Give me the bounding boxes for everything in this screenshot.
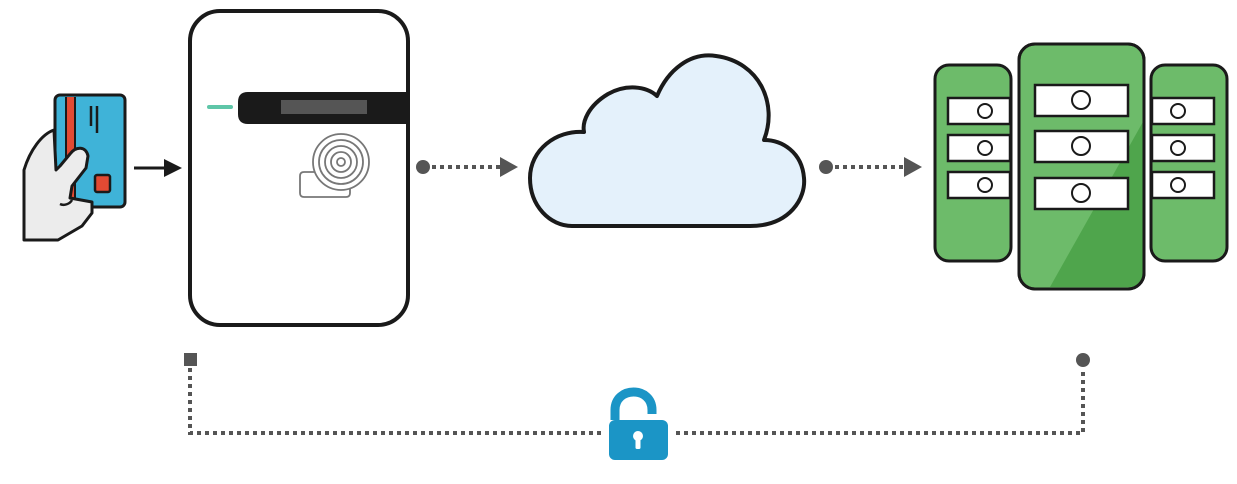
server-right (1149, 63, 1229, 263)
hand-holding-card-icon (22, 93, 127, 242)
dotted-arrow-cloud-to-servers (819, 157, 922, 177)
hand-shape (22, 128, 94, 242)
dotted-arrow-terminal-to-cloud (416, 157, 518, 177)
server-left (933, 63, 1013, 263)
unlocked-padlock-icon (609, 387, 668, 460)
server-rack-icon (933, 42, 1229, 291)
server-center (1017, 42, 1146, 291)
payment-terminal-icon (188, 9, 410, 327)
arrow-card-to-terminal (134, 159, 182, 177)
cloud-icon (528, 53, 807, 228)
secure-link-terminal-to-servers (184, 353, 1090, 435)
contactless-icon (299, 133, 370, 198)
